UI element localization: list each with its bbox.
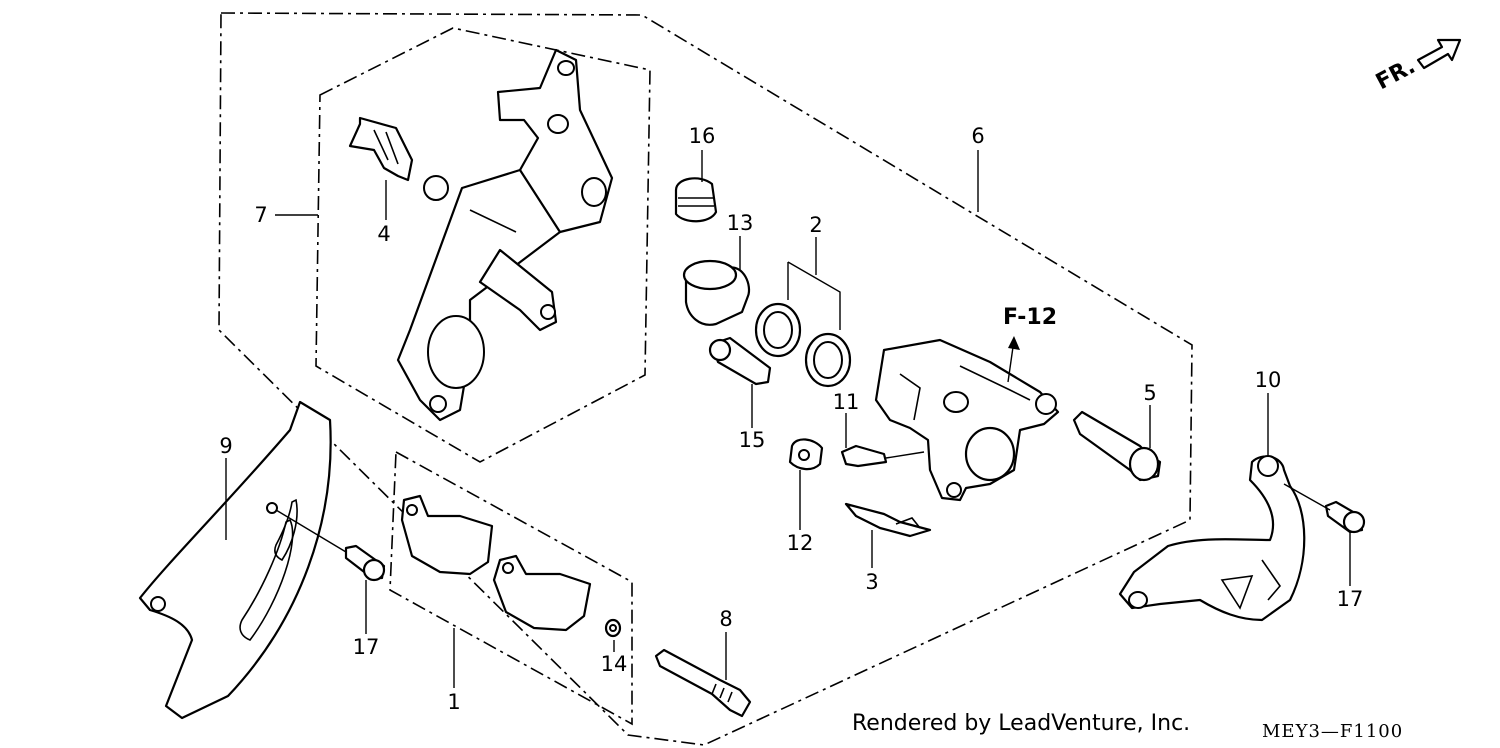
- pad-retainer: [844, 502, 932, 538]
- piston-seal-set: [754, 302, 852, 388]
- bleeder-screw: [708, 336, 772, 386]
- caliper-piston: [682, 259, 751, 326]
- callout-6: 6: [971, 124, 984, 148]
- caliper-assembly-outline: [218, 12, 1193, 746]
- pad-spring: [348, 116, 414, 182]
- callout-9: 9: [219, 434, 232, 458]
- callout-13: 13: [727, 211, 754, 235]
- heat-guard-plate: [138, 400, 332, 720]
- bleeder-cap: [674, 177, 718, 223]
- brake-pad-set: [400, 494, 592, 632]
- caliper-slide-pin: [1072, 410, 1162, 482]
- callout-2: 2: [809, 213, 822, 237]
- callout-10: 10: [1255, 368, 1282, 392]
- callout-16: 16: [689, 124, 716, 148]
- credit-text: Rendered by LeadVenture, Inc.: [852, 711, 1190, 736]
- pad-set-outline: [389, 450, 633, 726]
- caliper-bracket: [396, 48, 614, 422]
- front-direction-label: FR.: [1372, 54, 1420, 95]
- callout-3: 3: [865, 570, 878, 594]
- bolt-left: [344, 544, 386, 582]
- callout-17-right: 17: [1337, 587, 1364, 611]
- reference-label: F-12: [1003, 305, 1057, 330]
- retainer-clip: [788, 438, 824, 471]
- washer: [604, 618, 622, 638]
- small-bolt: [840, 444, 888, 468]
- hose-clamp-bracket: [1118, 455, 1306, 622]
- callout-14: 14: [601, 652, 628, 676]
- callout-11: 11: [833, 390, 860, 414]
- front-direction-arrow: FR.: [1372, 38, 1462, 95]
- bolt-right: [1324, 500, 1366, 534]
- callout-1: 1: [447, 690, 460, 714]
- caliper-body: [874, 338, 1060, 502]
- callout-8: 8: [719, 607, 732, 631]
- pad-pin: [654, 648, 752, 718]
- diagram-code: MEY3—F1100: [1262, 721, 1403, 742]
- bracket-assembly-outline: [315, 27, 651, 463]
- callout-5: 5: [1143, 381, 1156, 405]
- callout-12: 12: [787, 531, 814, 555]
- callout-7: 7: [254, 203, 267, 227]
- callout-17-left: 17: [353, 635, 380, 659]
- callout-4: 4: [377, 222, 390, 246]
- leader-lines: [225, 150, 1351, 688]
- callout-15: 15: [739, 428, 766, 452]
